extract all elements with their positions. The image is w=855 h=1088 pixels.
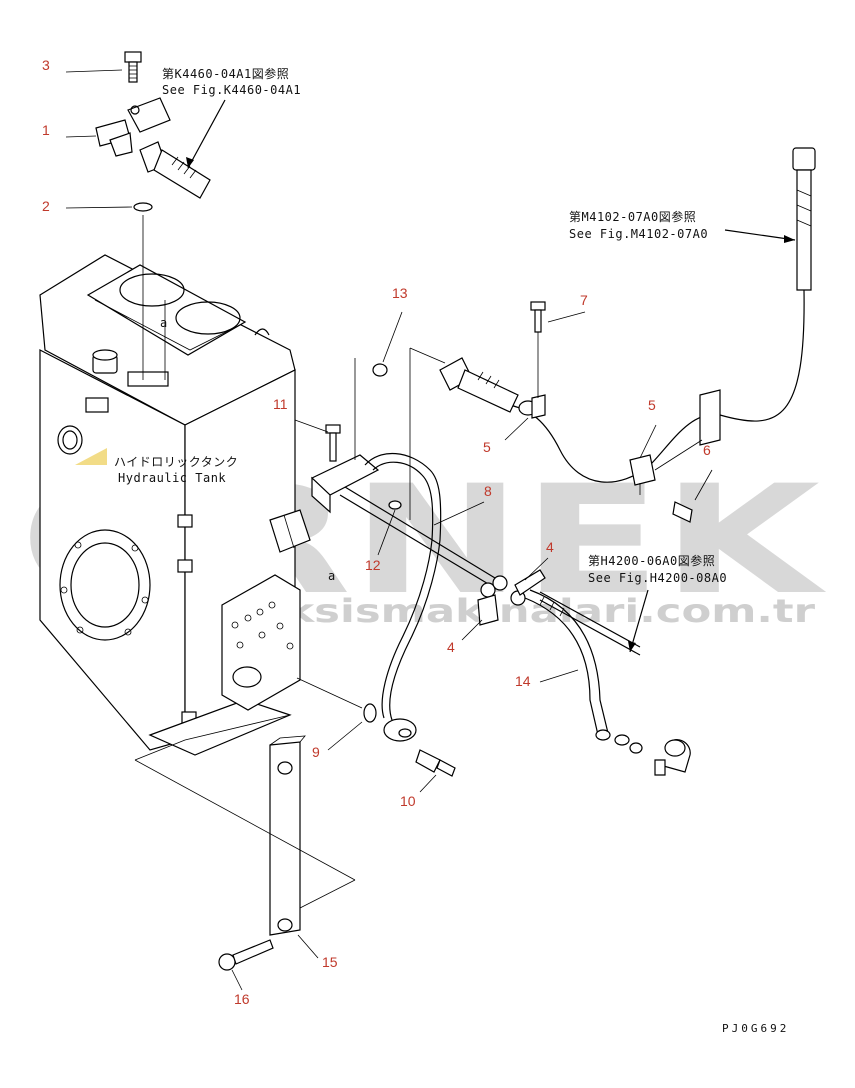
callout-6: 6 <box>703 442 711 458</box>
bolt-6 <box>672 501 693 523</box>
ref-h4200-jp: 第H4200-06A0図参照 <box>588 553 715 568</box>
marker-a-2: a <box>328 569 336 583</box>
callout-12: 12 <box>365 557 381 573</box>
tank-port-flange <box>59 529 151 641</box>
valve-mounting-plate <box>221 574 301 711</box>
callout-15: 15 <box>322 954 338 970</box>
callout-16: 16 <box>234 991 250 1007</box>
callout-5a: 5 <box>483 439 491 455</box>
elbow-fitting-assembly <box>95 51 211 212</box>
drawing-code: PJ0G692 <box>722 1022 789 1035</box>
callout-1: 1 <box>42 122 50 138</box>
pipe-assembly-8 <box>310 363 496 742</box>
bolt-7 <box>530 301 546 398</box>
support-stay-15 <box>269 735 306 936</box>
callout-10: 10 <box>400 793 416 809</box>
callout-8: 8 <box>484 483 492 499</box>
upper-hose-fitting <box>439 357 546 419</box>
callout-3: 3 <box>42 57 50 73</box>
clamp-bracket-6 <box>629 389 721 495</box>
return-hose-line <box>509 147 816 483</box>
callout-11: 11 <box>273 396 288 412</box>
ref-m4102-en: See Fig.M4102-07A0 <box>569 227 708 241</box>
callout-5b: 5 <box>648 397 656 413</box>
callout-4a: 4 <box>546 539 554 555</box>
hose-14 <box>524 589 691 776</box>
ref-k4460-jp: 第K4460-04A1図参照 <box>162 66 289 81</box>
bolt-10 <box>415 749 456 777</box>
connector-4 <box>477 569 546 626</box>
o-ring-9 <box>363 703 377 723</box>
accent-triangle <box>75 448 107 465</box>
tank-label-jp: ハイドロリックタンク <box>114 455 238 469</box>
callout-13: 13 <box>392 285 408 301</box>
ref-k4460-en: See Fig.K4460-04A1 <box>162 83 301 97</box>
marker-a-1: a <box>160 316 168 330</box>
callout-14: 14 <box>515 673 531 689</box>
callout-7: 7 <box>580 292 588 308</box>
hydraulic-tank <box>39 254 311 761</box>
callout-2: 2 <box>42 198 50 214</box>
ref-h4200-en: See Fig.H4200-08A0 <box>588 571 727 585</box>
tank-label-en: Hydraulic Tank <box>118 471 226 485</box>
ref-m4102-jp: 第M4102-07A0図参照 <box>569 209 696 224</box>
bolt-16 <box>218 939 274 971</box>
callout-4b: 4 <box>447 639 455 655</box>
callout-9: 9 <box>312 744 320 760</box>
